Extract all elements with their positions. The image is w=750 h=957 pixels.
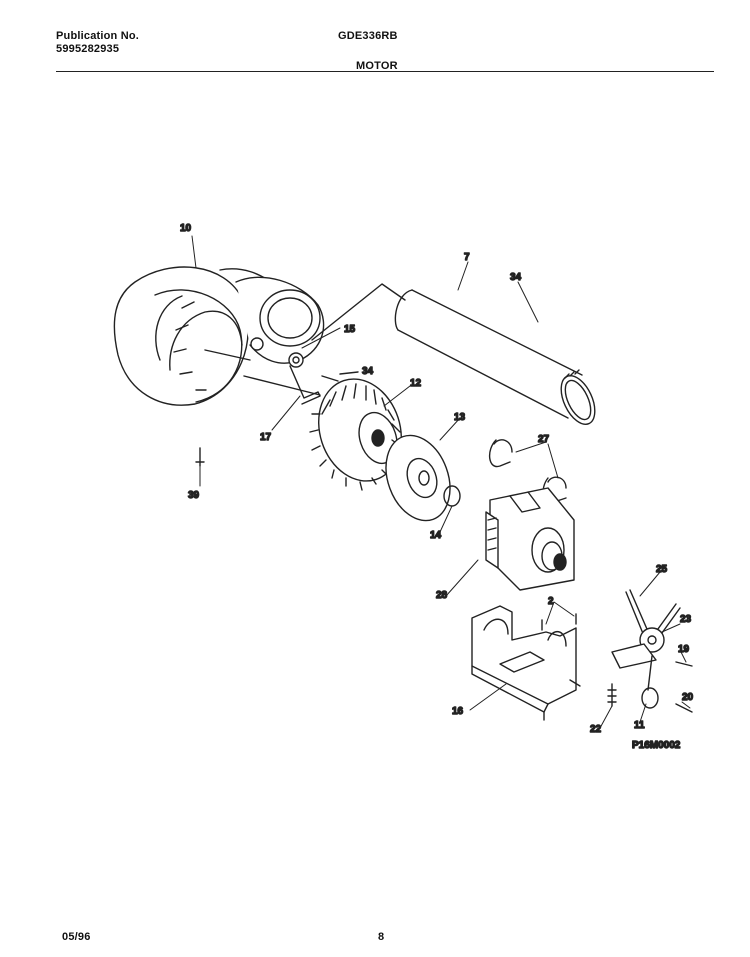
part-label-28: 28	[436, 590, 448, 601]
part-label-34-clip: 34	[362, 366, 374, 377]
part-label-12: 12	[410, 378, 422, 389]
part-label-2: 2	[548, 596, 554, 607]
figure-code: P16M0002	[632, 740, 681, 751]
screws-2	[541, 613, 577, 631]
part-label-16: 16	[452, 706, 464, 717]
part-label-13: 13	[454, 412, 466, 423]
drive-motor	[485, 487, 575, 591]
leader-lines	[191, 235, 691, 729]
exhaust-duct	[394, 289, 596, 425]
part-label-22: 22	[590, 724, 602, 735]
part-label-25: 25	[656, 564, 668, 575]
part-label-19: 19	[678, 644, 690, 655]
part-label-34-duct: 34	[510, 272, 522, 283]
part-label-23: 23	[680, 614, 692, 625]
part-label-20: 20	[682, 692, 694, 703]
leader-line-7	[311, 283, 406, 341]
idler-assembly	[607, 589, 693, 713]
screw-39	[195, 447, 205, 467]
model-number: GDE336RB	[338, 30, 398, 42]
part-label-14: 14	[430, 530, 442, 541]
drive-pulley	[385, 434, 451, 522]
screw-34	[321, 375, 339, 382]
part-label-10: 10	[180, 223, 192, 234]
publication-number: 5995282935	[56, 43, 120, 55]
part-label-27: 27	[538, 434, 550, 445]
part-label-17: 17	[260, 432, 272, 443]
leader-34b	[339, 371, 359, 375]
blower-wheel	[309, 378, 402, 491]
shaft-line	[243, 375, 321, 396]
section-title: MOTOR	[356, 60, 398, 72]
header-rule	[56, 71, 714, 72]
clip-15	[288, 352, 321, 405]
part-label-39: 39	[188, 490, 200, 501]
motor-bracket	[471, 605, 581, 721]
publication-label: Publication No.	[56, 30, 140, 42]
part-label-11: 11	[634, 720, 645, 731]
blower-housing	[113, 266, 325, 406]
part-label-15: 15	[344, 324, 356, 335]
footer-date: 05/96	[62, 931, 91, 943]
page-number: 8	[378, 931, 385, 943]
part-label-7: 7	[464, 252, 470, 263]
